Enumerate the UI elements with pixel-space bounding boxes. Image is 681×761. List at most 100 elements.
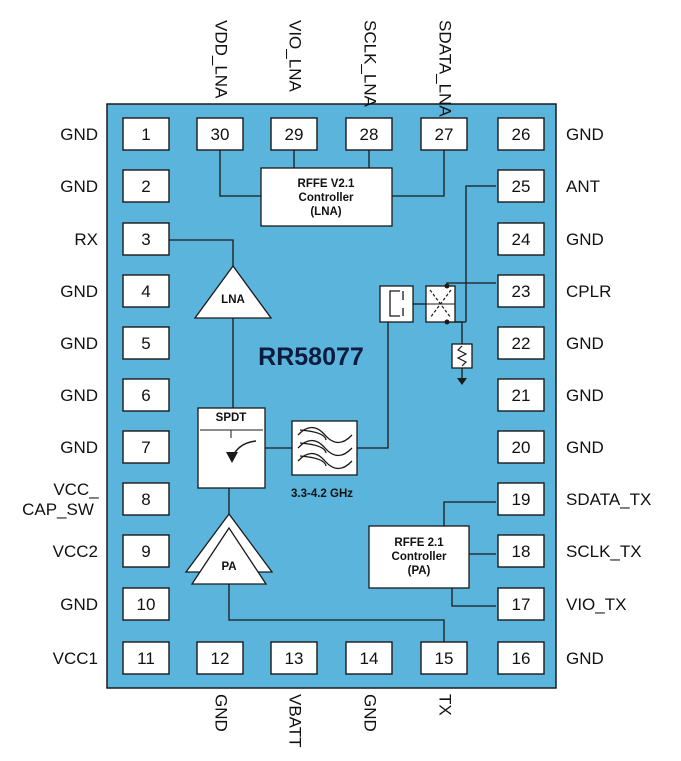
pin-left-4: 5: [122, 326, 170, 360]
pin-label-right: GND: [566, 125, 604, 144]
pin-number: 1: [141, 125, 150, 144]
pa-amplifier-icon: PA: [184, 512, 274, 585]
pin-label-right: GND: [566, 230, 604, 249]
pin-number: 25: [512, 177, 531, 196]
switch-icon: [200, 429, 263, 463]
pin-bottom-0: 12: [196, 641, 244, 675]
pin-bottom-2: 14: [345, 641, 393, 675]
pin-label-top: SDATA_LNA: [436, 20, 455, 117]
pin-label-left: GND: [60, 438, 98, 457]
pin-bottom-1: 13: [270, 641, 318, 675]
pin-left-10: 11: [122, 641, 170, 675]
pin-number: 21: [512, 386, 531, 405]
pin-number: 9: [141, 542, 150, 561]
pin-label-right: GND: [566, 334, 604, 353]
pin-top-3: 27: [420, 117, 468, 151]
pin-label-left: GND: [60, 125, 98, 144]
spdt-label: SPDT: [216, 412, 247, 424]
pin-right-6: 20: [497, 430, 545, 464]
pin-label-left: GND: [60, 595, 98, 614]
pin-number: 11: [137, 649, 155, 668]
pin-top-2: 28: [345, 117, 393, 151]
pin-label-bottom: VBATT: [286, 694, 305, 748]
pin-right-9: 17: [497, 587, 545, 621]
pin-label-left: GND: [60, 386, 98, 405]
pin-number: 6: [141, 386, 150, 405]
pin-number: 19: [512, 490, 531, 509]
filter-to-coupler-wire: [357, 322, 389, 449]
pin-number: 12: [211, 649, 230, 668]
pin-number: 26: [512, 125, 531, 144]
pin-left-7: 8: [122, 482, 170, 516]
pin-number: 3: [141, 230, 150, 249]
pin-left-0: 1: [122, 117, 170, 151]
pin-label-left: RX: [74, 230, 98, 249]
pin-label-left: GND: [60, 282, 98, 301]
pa-label: PA: [221, 561, 236, 573]
pin-label-left: VCC1: [53, 649, 98, 668]
pin-left-3: 4: [122, 274, 170, 308]
pin-number: 2: [141, 177, 150, 196]
pin-number: 16: [512, 649, 531, 668]
pin-label-left: VCC2: [53, 542, 98, 561]
pin-number: 30: [211, 125, 230, 144]
pin-number: 15: [435, 649, 454, 668]
pin-right-5: 21: [497, 378, 545, 412]
pin-label-left: CAP_SW: [22, 500, 94, 519]
pin-number: 17: [512, 595, 531, 614]
ant-wire-upper: [465, 185, 496, 240]
lna-label: LNA: [221, 294, 245, 306]
pin-right-0: 26: [497, 117, 545, 151]
pin-label-bottom: GND: [212, 694, 231, 732]
pin-label-right: GND: [566, 438, 604, 457]
pin-left-2: 3: [122, 222, 170, 256]
bandpass-filter-icon: [291, 420, 358, 476]
lna-controller-line3: (LNA): [310, 206, 341, 218]
pin-number: 8: [141, 490, 150, 509]
coupler-block: [379, 283, 456, 325]
lna-amplifier-icon: LNA: [193, 264, 273, 319]
sdata-lna-wire: [392, 150, 445, 197]
pin-number: 13: [285, 649, 304, 668]
pin-right-3: 23: [497, 274, 545, 308]
pin-label-top: VDD_LNA: [212, 20, 231, 99]
pin-label-top: VIO_LNA: [286, 20, 305, 92]
pin-label-right: CPLR: [566, 282, 611, 301]
pin-number: 14: [360, 649, 379, 668]
pin-number: 5: [141, 334, 150, 353]
pin-label-left: GND: [60, 334, 98, 353]
pin-top-0: 30: [196, 117, 244, 151]
pin-left-8: 9: [122, 534, 170, 568]
pin-label-left: GND: [60, 177, 98, 196]
pa-controller-line3: (PA): [408, 565, 431, 577]
pin-left-1: 2: [122, 169, 170, 203]
rx-wire: [169, 239, 234, 266]
lna-controller-line2: Controller: [299, 192, 354, 204]
pin-right-2: 24: [497, 222, 545, 256]
pa-to-tx-wire: [228, 584, 445, 642]
resistor-termination-icon: [451, 343, 473, 385]
pin-number: 10: [137, 595, 156, 614]
pin-label-left: VCC_: [53, 480, 99, 499]
pin-right-8: 18: [497, 534, 545, 568]
pin-label-right: ANT: [566, 177, 600, 196]
pin-number: 18: [512, 542, 531, 561]
pin-label-bottom: TX: [436, 694, 455, 716]
pin-label-right: GND: [566, 386, 604, 405]
pin-number: 27: [435, 125, 454, 144]
pin-right-1: 25: [497, 169, 545, 203]
pa-controller-block: RFFE 2.1 Controller (PA): [368, 525, 470, 589]
pin-right-10: 16: [497, 641, 545, 675]
pin-top-1: 29: [270, 117, 318, 151]
pin-left-5: 6: [122, 378, 170, 412]
pin-number: 7: [141, 438, 150, 457]
pin-number: 29: [285, 125, 304, 144]
pa-controller-line2: Controller: [392, 551, 447, 563]
wiring: [169, 150, 496, 642]
filter-band-label: 3.3-4.2 GHz: [291, 488, 353, 500]
pin-left-6: 7: [122, 430, 170, 464]
spdt-switch: SPDT: [197, 407, 266, 489]
part-number-label: RR58077: [258, 343, 364, 371]
pin-label-bottom: GND: [361, 694, 380, 732]
